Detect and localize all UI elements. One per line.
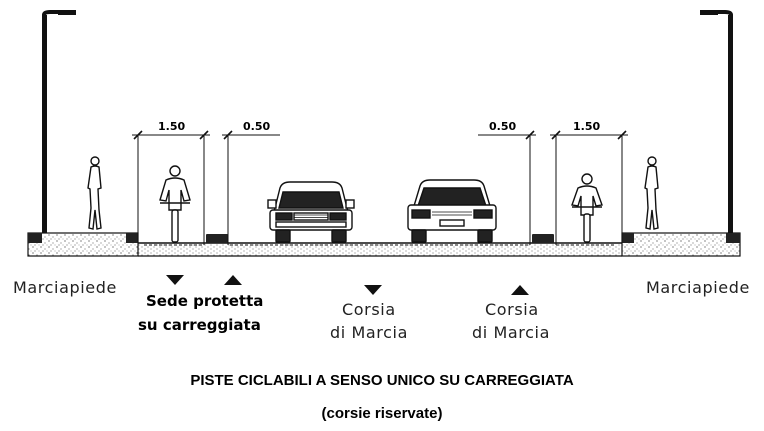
pedestrian-left-icon [87,156,102,230]
cyclist-left-icon [159,165,191,243]
car-front-icon [267,181,355,243]
arrow-up-icon [224,275,242,285]
arrow-down-icon [364,285,382,295]
label-lane-right-line1: Corsia [485,300,539,319]
diagram-title: PISTE CICLABILI A SENSO UNICO SU CARREGG… [190,372,574,389]
label-lane-right-line2: di Marcia [472,323,550,342]
dimension-buffer-left: 0.50 [243,120,271,133]
dimension-buffer-right: 0.50 [489,120,517,133]
street-lamp-left [42,10,76,233]
street-lamp-right [700,10,733,233]
label-sidewalk-right: Marciapiede [646,278,750,297]
arrow-down-icon [166,275,184,285]
diagram-subtitle: (corsie riservate) [321,405,443,422]
car-rear-icon [407,179,497,243]
buffer-separator-left [206,234,228,243]
pedestrian-right-icon [644,156,659,230]
carriageway [137,242,623,257]
dimension-lines [132,130,628,245]
arrow-up-icon [511,285,529,295]
buffer-separator-right [532,234,554,243]
label-lane-left-line1: Corsia [342,300,396,319]
dimension-bike-lane-left: 1.50 [158,120,186,133]
label-protected-lane-line1: Sede protetta [146,292,264,310]
sidewalk-left [27,232,139,257]
cyclist-right-icon [571,173,603,243]
label-lane-left-line2: di Marcia [330,323,408,342]
label-sidewalk-left: Marciapiede [13,278,117,297]
sidewalk-right [621,232,741,257]
label-protected-lane-line2: su carreggiata [138,316,261,334]
dimension-bike-lane-right: 1.50 [573,120,601,133]
